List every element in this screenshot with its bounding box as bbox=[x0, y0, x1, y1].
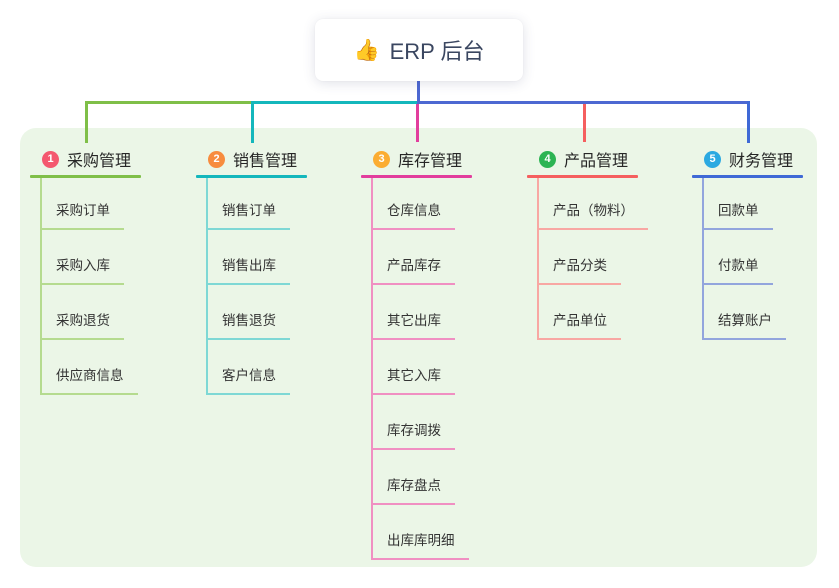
branch-label: 库存管理 bbox=[398, 153, 463, 170]
child-label: 采购入库 bbox=[40, 254, 124, 285]
branch-label: 销售管理 bbox=[233, 153, 298, 170]
thumbs-up-icon: 👍 bbox=[353, 38, 380, 62]
branch-children: 产品（物料） 产品分类 产品单位 bbox=[527, 178, 677, 340]
branch-label: 采购管理 bbox=[67, 153, 132, 170]
child-node[interactable]: 回款单 bbox=[692, 178, 839, 230]
branch-number-badge: 2 bbox=[208, 150, 225, 168]
branch-label: 财务管理 bbox=[729, 153, 794, 170]
drop-line-product bbox=[583, 104, 586, 142]
branch-underline bbox=[692, 175, 803, 178]
child-node[interactable]: 其它出库 bbox=[361, 285, 511, 340]
branch-children: 采购订单 采购入库 采购退货 供应商信息 bbox=[30, 178, 180, 395]
child-label: 采购订单 bbox=[40, 199, 124, 230]
branch-number-badge: 3 bbox=[373, 150, 390, 168]
children-connector-line bbox=[702, 178, 704, 340]
child-label: 产品（物料） bbox=[537, 199, 648, 230]
root-label: ERP 后台 bbox=[389, 39, 485, 64]
branch-underline bbox=[361, 175, 472, 178]
branch-underline bbox=[527, 175, 638, 178]
branch-underline bbox=[30, 175, 141, 178]
branch-node-inventory[interactable]: 3 库存管理 bbox=[361, 146, 511, 172]
children-connector-line bbox=[537, 178, 539, 340]
child-label: 库存调拨 bbox=[371, 419, 455, 450]
branch-sales: 2 销售管理 销售订单 销售出库 销售退货 客户信息 bbox=[196, 146, 346, 395]
child-label: 销售出库 bbox=[206, 254, 290, 285]
branch-children: 回款单 付款单 结算账户 bbox=[692, 178, 839, 340]
children-connector-line bbox=[371, 178, 373, 560]
child-node[interactable]: 销售退货 bbox=[196, 285, 346, 340]
child-label: 仓库信息 bbox=[371, 199, 455, 230]
branch-finance: 5 财务管理 回款单 付款单 结算账户 bbox=[692, 146, 839, 340]
drop-line-procurement bbox=[85, 101, 88, 143]
root-node[interactable]: 👍 ERP 后台 bbox=[315, 19, 523, 81]
branch-children: 仓库信息 产品库存 其它出库 其它入库 库存调拨 库存盘点 出库库明细 bbox=[361, 178, 511, 560]
rail-segment-procurement bbox=[85, 101, 253, 104]
branch-node-product[interactable]: 4 产品管理 bbox=[527, 146, 677, 172]
child-label: 产品单位 bbox=[537, 309, 621, 340]
child-label: 客户信息 bbox=[206, 364, 290, 395]
child-node[interactable]: 结算账户 bbox=[692, 285, 839, 340]
rail-segment-finance bbox=[417, 101, 750, 104]
branch-node-finance[interactable]: 5 财务管理 bbox=[692, 146, 839, 172]
child-label: 销售订单 bbox=[206, 199, 290, 230]
children-connector-line bbox=[40, 178, 42, 395]
child-node[interactable]: 销售出库 bbox=[196, 230, 346, 285]
child-node[interactable]: 仓库信息 bbox=[361, 178, 511, 230]
child-node[interactable]: 出库库明细 bbox=[361, 505, 511, 560]
child-node[interactable]: 库存盘点 bbox=[361, 450, 511, 505]
child-label: 产品分类 bbox=[537, 254, 621, 285]
child-label: 回款单 bbox=[702, 199, 773, 230]
branch-number-badge: 4 bbox=[539, 150, 556, 168]
branch-inventory: 3 库存管理 仓库信息 产品库存 其它出库 其它入库 库存调拨 库存盘点 出库库… bbox=[361, 146, 511, 560]
drop-line-finance bbox=[747, 101, 750, 143]
child-label: 库存盘点 bbox=[371, 474, 455, 505]
branch-number-badge: 1 bbox=[42, 150, 59, 168]
branch-node-sales[interactable]: 2 销售管理 bbox=[196, 146, 346, 172]
child-node[interactable]: 采购入库 bbox=[30, 230, 180, 285]
child-label: 出库库明细 bbox=[371, 529, 469, 560]
child-node[interactable]: 库存调拨 bbox=[361, 395, 511, 450]
child-node[interactable]: 付款单 bbox=[692, 230, 839, 285]
child-node[interactable]: 采购退货 bbox=[30, 285, 180, 340]
child-label: 供应商信息 bbox=[40, 364, 138, 395]
child-node[interactable]: 销售订单 bbox=[196, 178, 346, 230]
child-node[interactable]: 产品单位 bbox=[527, 285, 677, 340]
drop-line-sales bbox=[251, 101, 254, 143]
branch-product: 4 产品管理 产品（物料） 产品分类 产品单位 bbox=[527, 146, 677, 340]
rail-segment-sales bbox=[252, 101, 418, 104]
child-label: 付款单 bbox=[702, 254, 773, 285]
child-node[interactable]: 客户信息 bbox=[196, 340, 346, 395]
child-node[interactable]: 产品分类 bbox=[527, 230, 677, 285]
child-label: 其它入库 bbox=[371, 364, 455, 395]
child-label: 产品库存 bbox=[371, 254, 455, 285]
branch-children: 销售订单 销售出库 销售退货 客户信息 bbox=[196, 178, 346, 395]
child-label: 采购退货 bbox=[40, 309, 124, 340]
child-label: 其它出库 bbox=[371, 309, 455, 340]
child-node[interactable]: 采购订单 bbox=[30, 178, 180, 230]
branch-node-procurement[interactable]: 1 采购管理 bbox=[30, 146, 180, 172]
child-label: 结算账户 bbox=[702, 309, 786, 340]
child-node[interactable]: 其它入库 bbox=[361, 340, 511, 395]
trunk-connector-line bbox=[417, 81, 420, 104]
child-label: 销售退货 bbox=[206, 309, 290, 340]
branch-number-badge: 5 bbox=[704, 150, 721, 168]
drop-line-inventory bbox=[416, 104, 419, 142]
branch-underline bbox=[196, 175, 307, 178]
children-connector-line bbox=[206, 178, 208, 395]
child-node[interactable]: 供应商信息 bbox=[30, 340, 180, 395]
child-node[interactable]: 产品（物料） bbox=[527, 178, 677, 230]
branches-panel bbox=[20, 128, 817, 567]
branch-procurement: 1 采购管理 采购订单 采购入库 采购退货 供应商信息 bbox=[30, 146, 180, 395]
branch-label: 产品管理 bbox=[564, 153, 629, 170]
child-node[interactable]: 产品库存 bbox=[361, 230, 511, 285]
